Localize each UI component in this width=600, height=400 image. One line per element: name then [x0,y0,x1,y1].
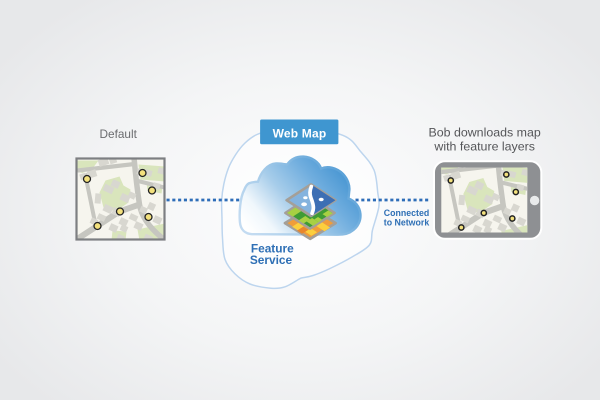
svg-text:Connected: Connected [384,208,429,218]
svg-text:Default: Default [100,127,138,141]
svg-text:with feature layers: with feature layers [433,140,535,154]
svg-text:Bob downloads map: Bob downloads map [428,126,540,140]
svg-text:Web Map: Web Map [273,127,327,141]
svg-text:Feature: Feature [251,242,294,256]
svg-text:to Network: to Network [384,218,430,228]
svg-text:Service: Service [250,253,293,267]
